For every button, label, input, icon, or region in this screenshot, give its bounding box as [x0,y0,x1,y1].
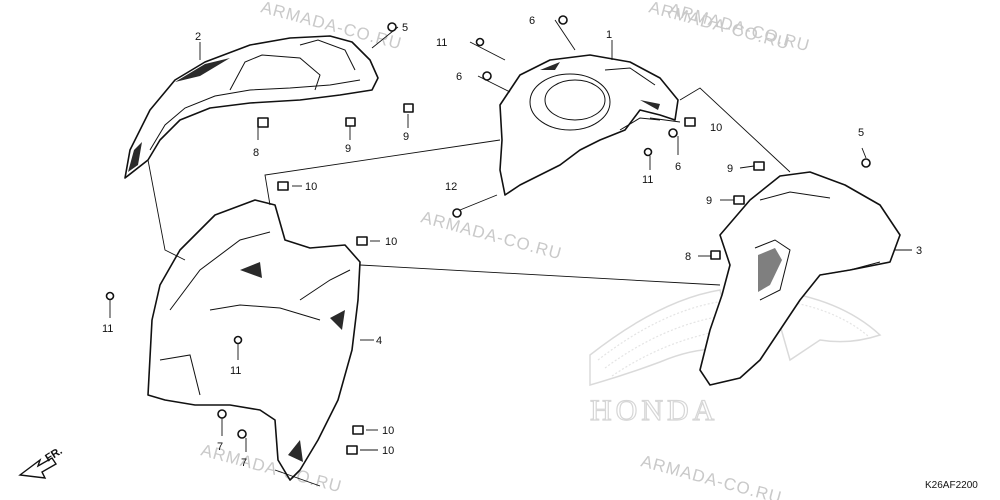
honda-wing-logo: HONDA [589,289,882,428]
callout-11: 11 [230,365,241,377]
callout-8: 8 [685,251,691,263]
honda-logo-text: HONDA [590,394,718,427]
callout-9: 9 [403,131,409,143]
callout-8: 8 [253,147,259,159]
callout-7: 7 [241,457,247,469]
part-2-upper-cover [124,35,379,179]
front-direction-arrow: FR. [18,445,65,479]
leader-lines [109,19,912,487]
callout-12: 12 [445,181,457,193]
callout-1: 1 [606,29,612,41]
callout-6: 6 [675,161,681,173]
callout-10: 10 [710,122,722,134]
callouts: 2 5 6 1 11 6 9 9 8 10 6 11 9 9 5 3 8 10 … [102,15,922,469]
callout-9: 9 [345,143,351,155]
callout-10: 10 [385,236,397,248]
callout-10: 10 [305,181,317,193]
watermark: ARMADA-CO.RU [667,0,812,55]
callout-2: 2 [195,31,201,43]
callout-9: 9 [727,163,733,175]
diagram-code: K26AF2200 [925,480,978,491]
callout-11: 11 [102,323,113,335]
callout-5: 5 [858,127,864,139]
part-4-front-cover [147,199,361,481]
callout-11: 11 [436,37,447,49]
part-1-center-cover [499,54,679,196]
callout-6: 6 [456,71,462,83]
fasteners [105,15,871,455]
part-3-side-cover [699,171,901,386]
callout-10: 10 [382,425,394,437]
callout-10: 10 [382,445,394,457]
callout-9: 9 [706,195,712,207]
callout-3: 3 [916,245,922,257]
watermark: ARMADA-CO.RU [419,208,564,264]
callout-7: 7 [217,441,223,453]
watermark: ARMADA-CO.RU [639,452,784,500]
callout-5: 5 [402,22,408,34]
callout-11: 11 [642,174,653,186]
callout-4: 4 [376,335,382,347]
callout-6: 6 [529,15,535,27]
